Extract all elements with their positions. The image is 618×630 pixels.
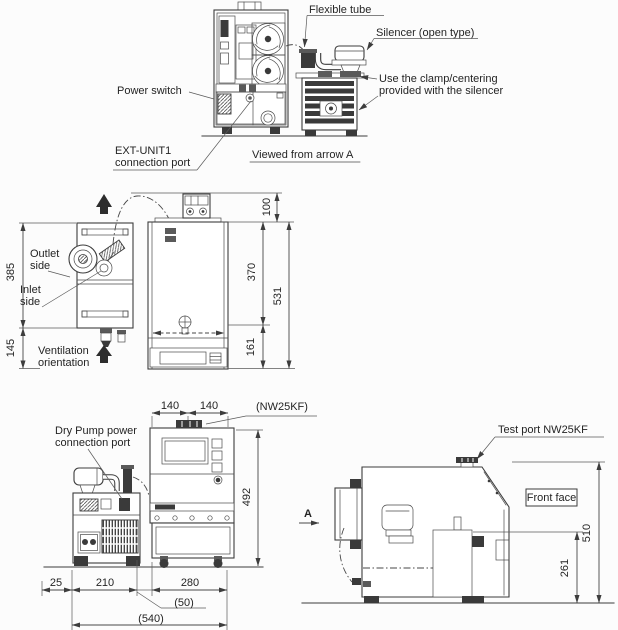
- dim-100: 100: [261, 198, 273, 216]
- caption-viewed-from-arrow-a: Viewed from arrow A: [252, 149, 354, 161]
- dim-510: 510: [581, 524, 593, 542]
- middle-dimensions: 385 145 100 370 161 531: [5, 192, 295, 369]
- label-clamp-note-2: provided with the silencer: [379, 85, 503, 97]
- label-dry-pump-port-1: Dry Pump power: [55, 425, 137, 437]
- side-view-labels: Test port NW25KF Front face: [476, 424, 604, 507]
- cabinet-front-view: [149, 420, 235, 568]
- silencer-grille: [305, 81, 354, 124]
- label-outlet-side-1: Outlet: [30, 248, 59, 260]
- test-port-part: [456, 457, 478, 463]
- middle-view-labels: Outlet side Inlet side Ventilation orien…: [20, 248, 102, 369]
- label-test-port: Test port NW25KF: [498, 424, 588, 436]
- dim-140a: 140: [161, 400, 179, 412]
- label-dry-pump-port-2: connection port: [55, 437, 130, 449]
- label-ventilation-1: Ventilation: [38, 345, 89, 357]
- dim-280: 280: [181, 577, 199, 589]
- label-clamp-note-1: Use the clamp/centering: [379, 73, 498, 85]
- dim-145: 145: [5, 339, 17, 357]
- front-face-box: [525, 488, 578, 507]
- dry-pump-front-view: [72, 465, 150, 566]
- front-view-labels: Dry Pump power connection port A: [55, 425, 320, 526]
- exhaust-pipe-part: [123, 469, 132, 493]
- front-view-drawing: 140 140 (NW25KF) 492 25 210 280 (50) (54…: [41, 400, 320, 630]
- dim-140b: 140: [200, 400, 218, 412]
- dim-370: 370: [246, 263, 258, 281]
- pump-body-part: [432, 529, 473, 598]
- pump-silencer-part: [73, 467, 104, 486]
- dim-261: 261: [559, 559, 571, 577]
- label-nw25kf: (NW25KF): [256, 401, 308, 413]
- caster-wheel-part: [159, 559, 169, 568]
- label-outlet-side-2: side: [30, 260, 50, 272]
- flexible-tube-part: [112, 195, 170, 245]
- label-ext-unit1-1: EXT-UNIT1: [115, 145, 171, 157]
- ventilation-arrow-icon: [96, 345, 112, 356]
- label-power-switch: Power switch: [117, 85, 182, 97]
- label-silencer: Silencer (open type): [376, 27, 474, 39]
- side-view-dimensions: 510 261: [473, 461, 605, 604]
- power-connection-port-part: [119, 498, 130, 511]
- cabinet-silencer-part: [182, 193, 211, 219]
- flexible-tube-part: [132, 476, 150, 497]
- dim-25: 25: [50, 577, 62, 589]
- inner-silencer-part: [381, 504, 414, 531]
- label-flexible-tube: Flexible tube: [309, 4, 371, 16]
- side-view-drawing: 510 261 Test port NW25KF Front face: [301, 424, 615, 604]
- silencer-part: [334, 45, 365, 62]
- top-port-part: [176, 420, 202, 428]
- inlet-port-part: [95, 259, 113, 277]
- dim-50: (50): [174, 597, 194, 609]
- top-view-drawing: Flexible tube Silencer (open type) Use t…: [113, 1, 503, 171]
- display-screen-part: [161, 437, 209, 465]
- label-ventilation-2: orientation: [38, 357, 89, 369]
- power-switch-part: [217, 93, 232, 115]
- cabinet-side-view: [131, 192, 282, 370]
- dim-540: (540): [138, 613, 164, 625]
- dim-531: 531: [272, 287, 284, 305]
- label-inlet-side-1: Inlet: [20, 284, 41, 296]
- tube-port-part: [301, 51, 315, 68]
- silencer-unit-top-view: [285, 44, 367, 136]
- dim-161: 161: [245, 338, 257, 356]
- ext-flange-part: [334, 487, 363, 541]
- dim-210: 210: [96, 577, 114, 589]
- machine-side-view: [334, 457, 510, 603]
- caster-wheel-part: [213, 559, 223, 568]
- label-ext-unit1-2: connection port: [115, 157, 190, 169]
- dim-385: 385: [5, 263, 17, 281]
- exhaust-arrow-icon: [96, 194, 112, 207]
- dim-492: 492: [241, 488, 253, 506]
- front-view-dimensions: 140 140 (NW25KF) 492 25 210 280 (50) (54…: [41, 400, 317, 630]
- label-inlet-side-2: side: [20, 296, 40, 308]
- top-view-labels: Flexible tube Silencer (open type) Use t…: [113, 4, 503, 171]
- outlet-panel-part: [77, 531, 101, 554]
- angled-connector-part: [98, 239, 126, 263]
- label-front-face: Front face: [527, 492, 577, 504]
- main-unit-top-view: [213, 1, 289, 134]
- middle-view-drawing: 385 145 100 370 161 531 Outlet side Inle…: [5, 192, 295, 370]
- pump-top-view: [68, 194, 170, 363]
- label-view-arrow-a: A: [304, 508, 312, 520]
